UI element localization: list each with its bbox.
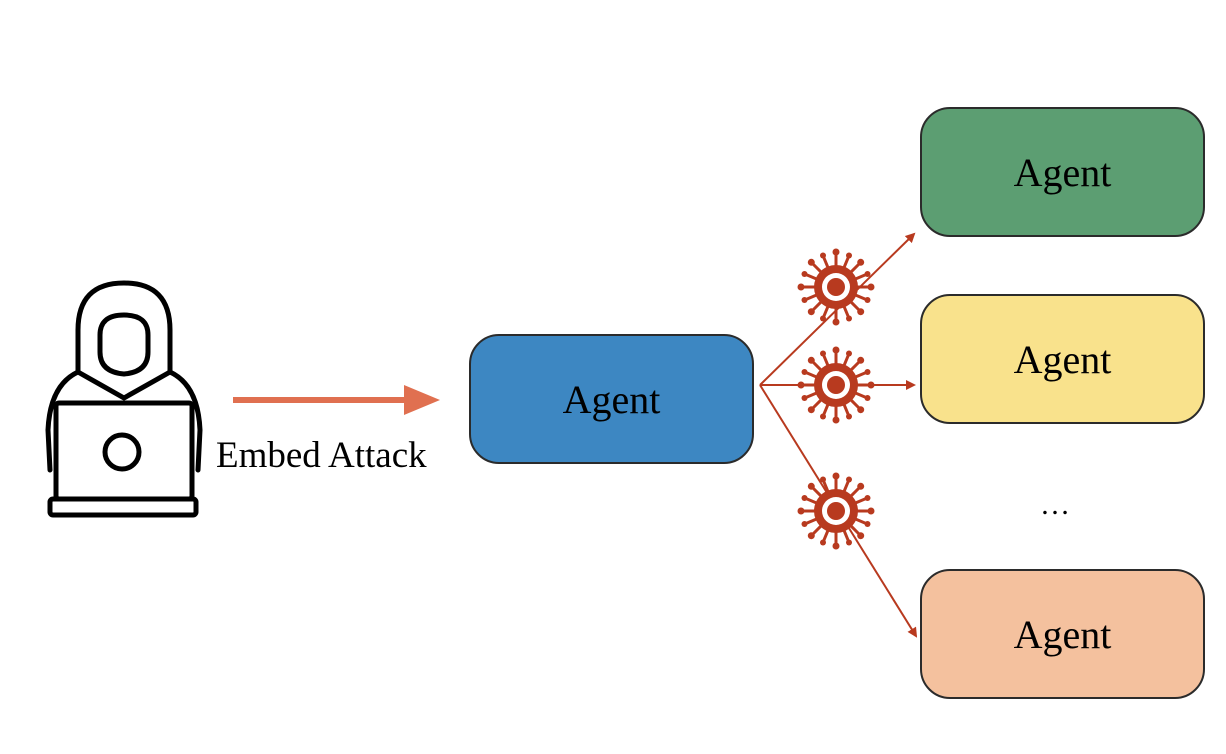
target-agent-orange: Agent — [920, 569, 1205, 699]
target-agent-yellow: Agent — [920, 294, 1205, 424]
source-agent: Agent — [469, 334, 754, 464]
virus-icon — [796, 471, 876, 551]
source-agent-label: Agent — [562, 376, 661, 422]
attack-arrow — [233, 385, 440, 415]
virus-icon — [796, 345, 876, 425]
target-agent-label: Agent — [1013, 611, 1112, 657]
hacker-laptop-icon — [45, 280, 203, 518]
ellipsis: … — [1040, 488, 1070, 521]
target-agent-label: Agent — [1013, 336, 1112, 382]
target-agent-label: Agent — [1013, 149, 1112, 195]
target-agent-green: Agent — [920, 107, 1205, 237]
virus-icon — [796, 247, 876, 327]
attack-label: Embed Attack — [216, 435, 427, 476]
